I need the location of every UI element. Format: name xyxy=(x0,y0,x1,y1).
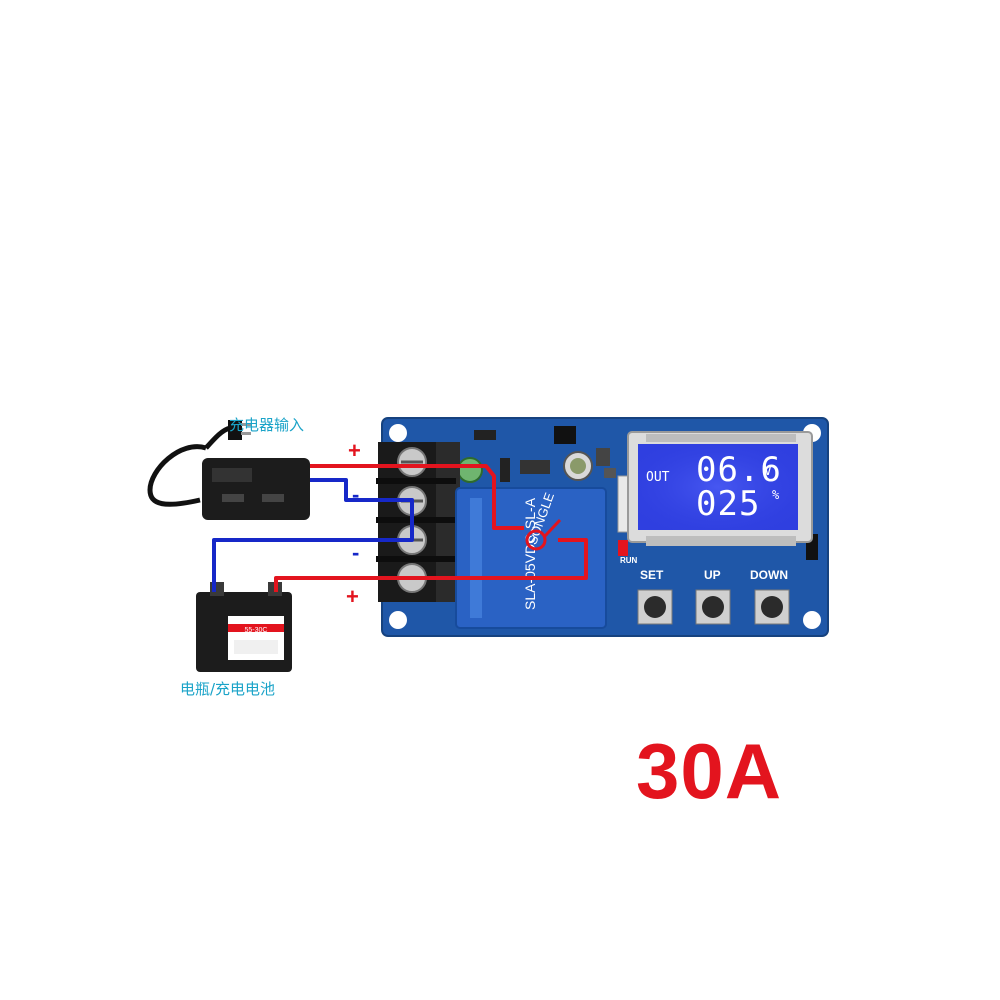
battery-sticker: 55-30C xyxy=(245,627,268,634)
mount-hole xyxy=(803,611,821,629)
plus-top-sign: + xyxy=(348,438,361,463)
lcd-module xyxy=(627,431,813,546)
down-button-label: DOWN xyxy=(750,568,788,582)
run-label: RUN xyxy=(620,556,638,565)
mount-hole xyxy=(389,424,407,442)
wiring xyxy=(212,464,588,592)
plus-bottom-sign: + xyxy=(346,584,359,609)
run-led xyxy=(618,540,628,556)
lcd-percent: 025 xyxy=(696,484,761,524)
up-button-label: UP xyxy=(704,568,721,582)
button-up[interactable] xyxy=(695,589,731,625)
button-down[interactable] xyxy=(754,589,790,625)
charger-input-label: 充电器输入 xyxy=(229,416,305,434)
button-set[interactable] xyxy=(637,589,673,625)
charger-adapter xyxy=(147,420,310,520)
lcd-out-label: OUT xyxy=(646,470,670,485)
lcd-percent-unit: % xyxy=(772,488,780,502)
minus-lower-sign: - xyxy=(352,540,360,565)
lcd-voltage: 06.6 xyxy=(696,450,782,490)
minus-upper-sign: - xyxy=(352,482,360,507)
relay-model: SLA-05VDC-SL-A xyxy=(522,497,538,610)
set-button-label: SET xyxy=(640,568,664,582)
battery-illustration: 55-30C xyxy=(196,582,292,672)
relay: SONGLE SLA-05VDC-SL-A xyxy=(455,487,607,629)
terminal-screw xyxy=(397,447,427,477)
lcd-voltage-unit: V xyxy=(764,464,772,479)
rating-label: 30A xyxy=(636,727,783,815)
mount-hole xyxy=(389,611,407,629)
lcd-pins xyxy=(646,434,796,546)
battery-label: 电瓶/充电电池 xyxy=(180,680,276,698)
terminal-block xyxy=(376,442,460,602)
